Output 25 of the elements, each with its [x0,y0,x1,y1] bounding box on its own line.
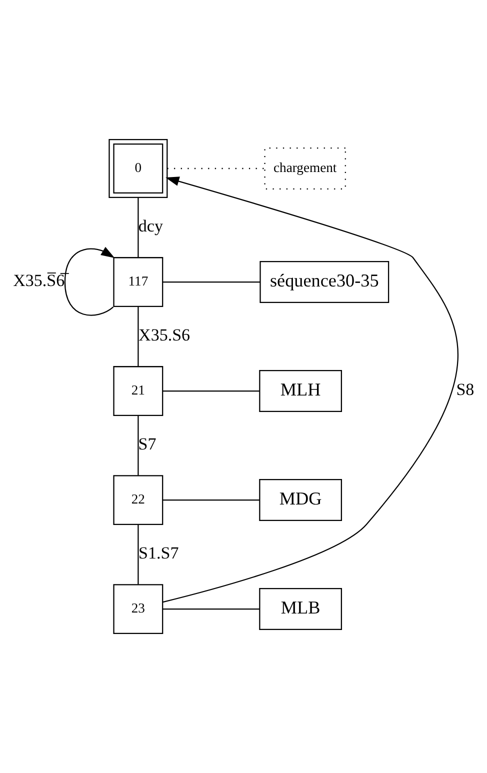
node-box: 22 [113,475,164,526]
connector [138,198,139,258]
node-box: MLB [259,588,342,630]
edge-label: S7 [138,434,156,454]
arrow [162,176,458,603]
connector [138,306,139,366]
connector [162,390,260,392]
node-box: MDG [259,479,342,522]
node-box: séquence30-35 [260,261,390,304]
connector [138,416,139,476]
node-box: 21 [113,366,164,416]
connector [162,608,260,610]
connector [138,524,139,584]
edge-label: X35.S6 [138,326,190,345]
connector [162,499,260,501]
node-box: chargement [264,148,346,190]
node-box: MLH [259,370,342,412]
node-box: 0 [108,138,168,198]
edge-label: S1.S7 [138,544,179,563]
connector [162,281,260,283]
node-box: 23 [113,584,164,634]
arrow [64,246,115,316]
node-box: 117 [113,257,164,308]
edge-label: dcy [138,216,163,236]
edge-label: S8 [456,380,474,400]
